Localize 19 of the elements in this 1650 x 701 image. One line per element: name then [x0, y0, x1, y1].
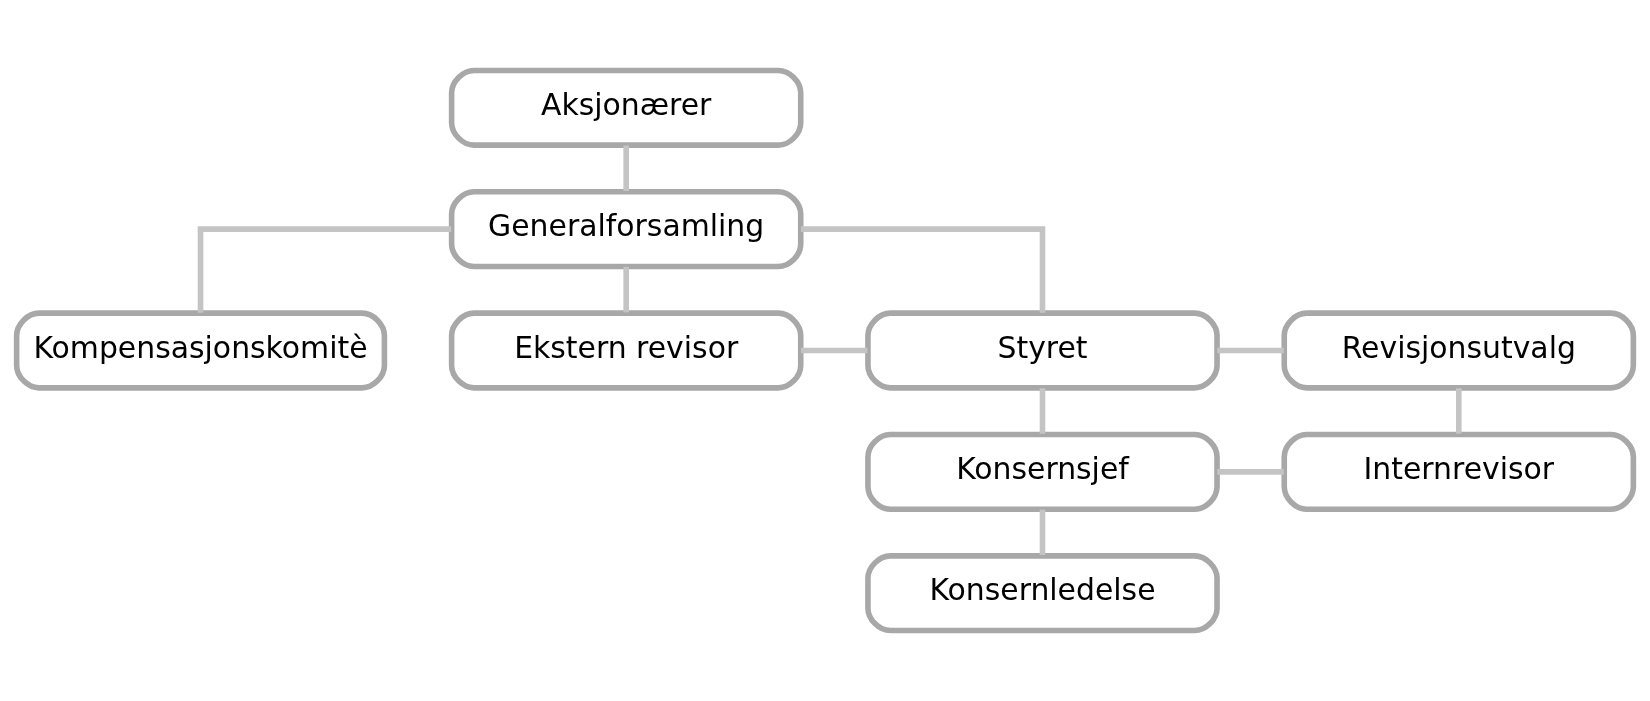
node-box: Generalforsamling [448, 189, 804, 270]
node-box: Internrevisor [1281, 431, 1637, 512]
node-box: Konsernledelse [865, 553, 1220, 634]
connector [1217, 347, 1284, 354]
connector [623, 266, 629, 313]
connector [800, 347, 868, 354]
connector [1456, 388, 1462, 434]
node-box: Kompensasjonskomitè [13, 310, 388, 391]
node-box: Konsernsjef [865, 431, 1220, 512]
node-box: Ekstern revisor [448, 310, 804, 391]
connector [1039, 509, 1046, 556]
connector [800, 226, 1046, 313]
node-box: Aksjonærer [448, 67, 804, 148]
connector [1217, 469, 1284, 475]
node-box: Revisjonsutvalg [1281, 310, 1637, 391]
node-box: Styret [865, 310, 1220, 391]
connector [1039, 388, 1046, 434]
connector [623, 145, 629, 192]
connector [197, 226, 452, 313]
